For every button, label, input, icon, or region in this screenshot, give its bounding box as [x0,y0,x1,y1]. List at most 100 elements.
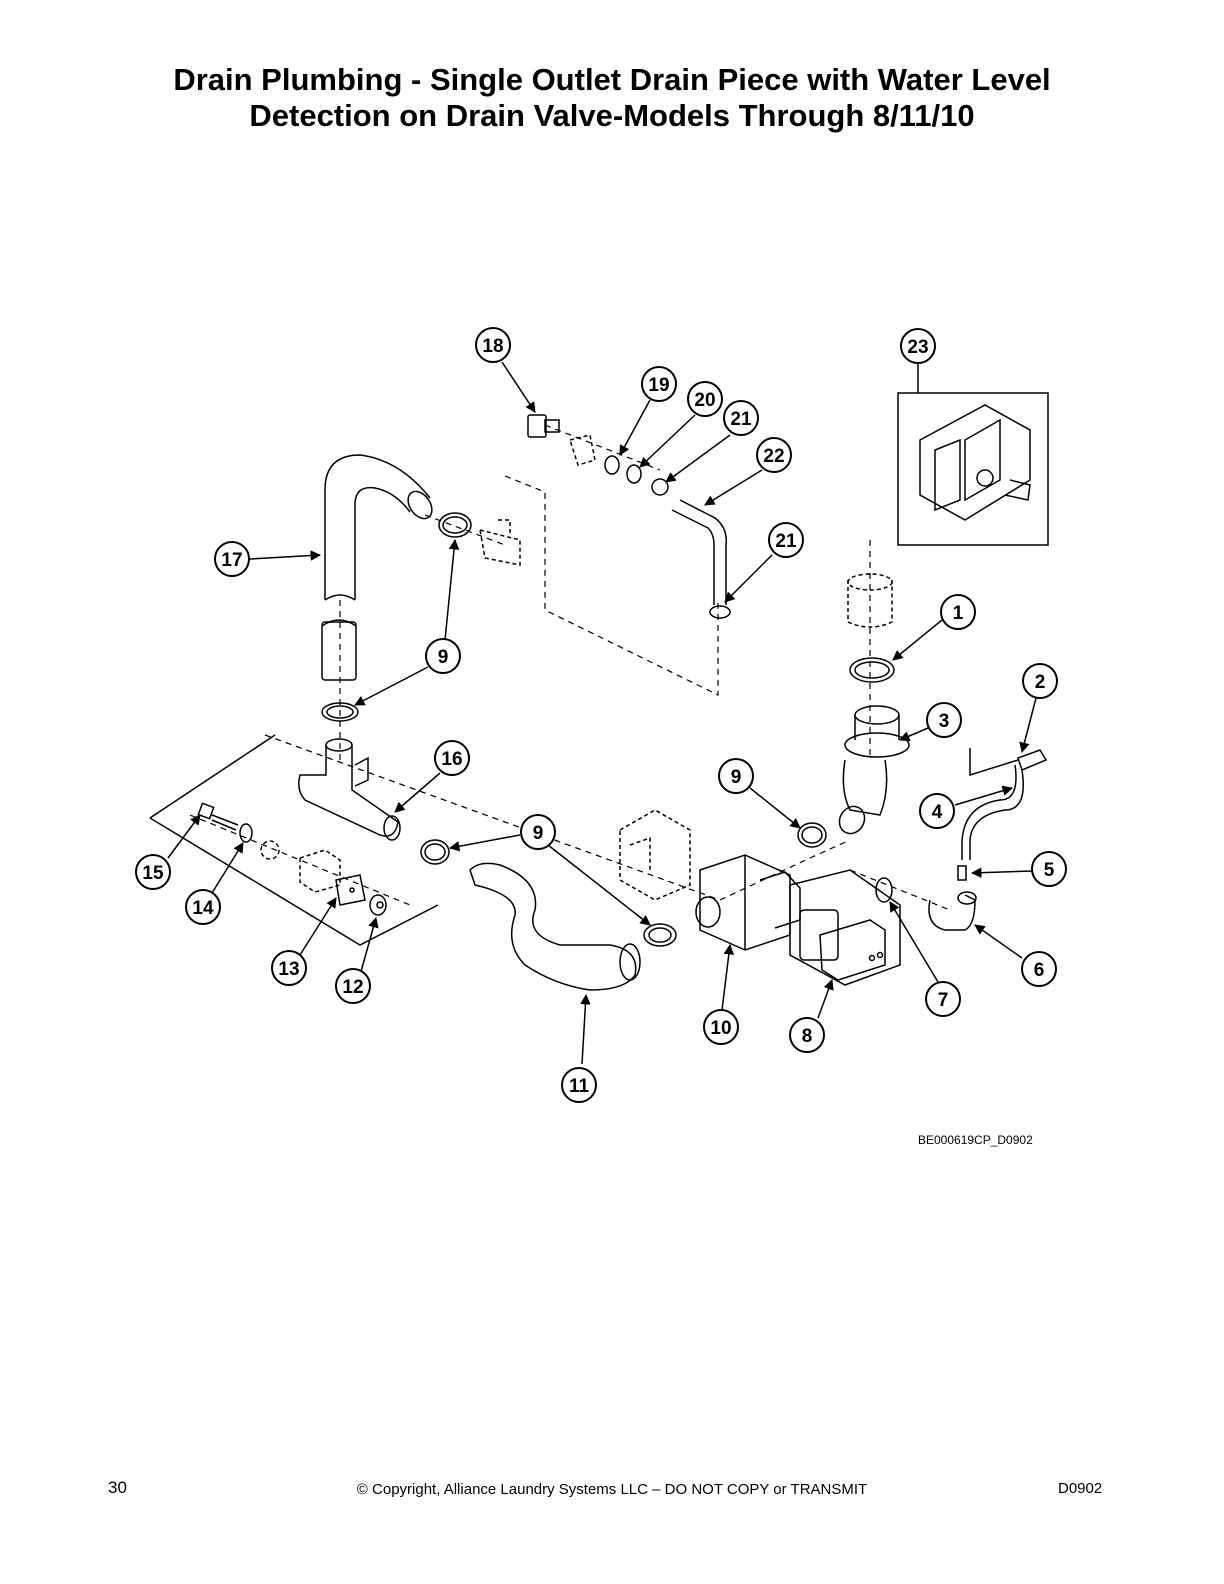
ring-7 [875,877,893,903]
callout-7: 7 [925,981,961,1017]
callout-13: 13 [271,950,307,986]
callout-22: 22 [756,437,792,473]
svg-text:13: 13 [278,959,299,980]
dashed-cylinder-top [847,573,893,628]
callout-group: 18 19 20 21 22 21 23 17 9 1 2 3 16 9 4 9… [135,327,1067,1103]
clip-13 [335,874,366,906]
tube-bend [969,748,1019,777]
page-number: 30 [108,1478,127,1497]
nut-12 [369,894,387,916]
callout-2: 2 [1022,663,1058,699]
dashed-tee-fitting [479,519,521,566]
callout-21b: 21 [768,522,804,558]
clamp-9c [420,839,450,865]
elbow-pipe-17 [321,454,433,681]
callout-11: 11 [561,1067,597,1103]
callout-16: 16 [434,740,470,776]
svg-text:21: 21 [775,531,797,552]
title-line-2: Detection on Drain Valve-Models Through … [249,98,975,133]
page-title: Drain Plumbing - Single Outlet Drain Pie… [0,62,1224,134]
callout-4: 4 [919,793,955,829]
figure-code: BE000619CP_D0902 [918,1133,1033,1147]
title-line-1: Drain Plumbing - Single Outlet Drain Pie… [173,62,1051,97]
callout-21a: 21 [723,400,759,436]
callout-8: 8 [789,1017,825,1053]
svg-text:6: 6 [1034,960,1045,981]
connector-5 [957,865,967,881]
svg-text:9: 9 [731,767,742,788]
svg-text:16: 16 [441,749,462,770]
cover-8 [789,869,901,986]
svg-text:10: 10 [710,1018,731,1039]
drain-inlet-3 [838,705,910,835]
elbow-6 [928,894,976,931]
svg-text:19: 19 [648,375,669,396]
callout-19: 19 [641,366,677,402]
svg-text:1: 1 [953,603,964,624]
dashed-bracket-mid [260,840,341,893]
clamp-21a [651,478,669,496]
svg-text:4: 4 [932,802,943,823]
solenoid-23 [919,404,1031,521]
drain-valve-10 [695,854,801,951]
callout-23: 23 [900,328,936,364]
leader-arrows [167,361,1037,1065]
svg-text:5: 5 [1044,860,1055,881]
copyright-notice: © Copyright, Alliance Laundry Systems LL… [356,1481,868,1498]
svg-text:21: 21 [730,409,752,430]
hose-22 [671,499,728,605]
svg-text:11: 11 [569,1076,590,1097]
svg-text:3: 3 [939,711,950,732]
svg-text:14: 14 [192,898,214,919]
callout-15: 15 [135,854,171,890]
clamp-9a [438,512,472,538]
clamp-1 [849,657,895,683]
dashed-valve-bracket [619,809,691,901]
drain-hose-11 [469,862,641,991]
callout-14: 14 [185,889,221,925]
callout-9b: 9 [718,758,754,794]
callout-20: 20 [687,381,723,417]
tube-4 [961,764,1024,860]
inset-edge-bottom [149,817,439,946]
bolt-15 [197,802,239,831]
callout-6: 6 [1021,951,1057,987]
callout-1: 1 [940,594,976,630]
svg-text:17: 17 [221,550,242,571]
callout-9a: 9 [425,638,461,674]
svg-text:18: 18 [482,336,503,357]
part-23-inset-box [897,392,1049,546]
fitting-18 [527,414,560,438]
svg-text:15: 15 [142,863,164,884]
sensor-2 [1017,749,1048,772]
svg-text:22: 22 [763,446,784,467]
clamp-9e [797,822,827,848]
svg-text:23: 23 [907,337,928,358]
washer-19 [604,455,620,475]
clamp-9b [321,702,359,722]
clamp-21b [709,605,731,619]
inset-edge-left [149,734,276,819]
assembly-lines [189,424,951,911]
svg-text:12: 12 [342,977,363,998]
svg-text:9: 9 [533,823,544,844]
washer-14 [239,823,253,843]
svg-text:2: 2 [1035,672,1046,693]
clamp-9d [643,923,677,947]
svg-text:7: 7 [938,990,949,1011]
callout-5: 5 [1031,851,1067,887]
elbow-6-opening [957,891,977,905]
svg-text:20: 20 [694,390,715,411]
callout-18: 18 [475,327,511,363]
callout-10: 10 [703,1009,739,1045]
svg-text:8: 8 [802,1026,813,1047]
svg-text:9: 9 [438,647,449,668]
document-code: D0902 [1058,1480,1103,1497]
callout-3: 3 [926,702,962,738]
dashed-bracket-top [569,434,596,466]
tee-pipe-16 [298,738,401,841]
grommet-20 [626,464,642,484]
callout-12: 12 [335,968,371,1004]
callout-9c: 9 [520,814,556,850]
